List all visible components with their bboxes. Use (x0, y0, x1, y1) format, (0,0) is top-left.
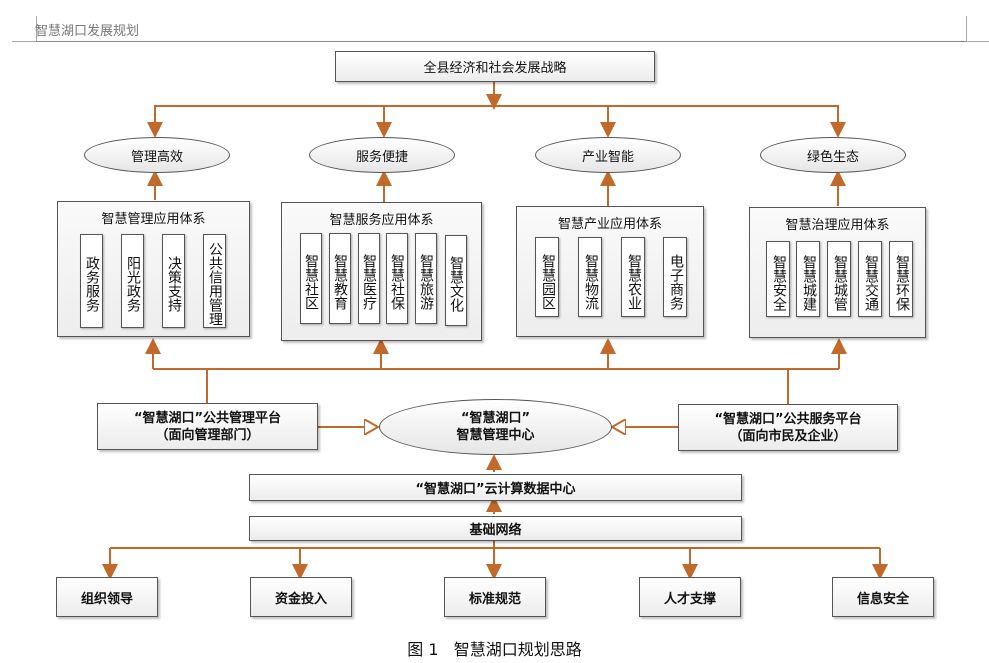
goal-label: 管理高效 (130, 149, 183, 165)
support-label: 信息安全 (856, 591, 909, 607)
center-line: 智慧管理中心 (456, 428, 535, 443)
system-item: 智慧物流 (578, 237, 602, 317)
system-item: 公共信用管理 (203, 234, 226, 328)
system-item: 智慧环保 (889, 241, 913, 317)
system-title: 智慧管理应用体系 (101, 212, 206, 227)
system-item: 阳光政务 (121, 234, 144, 328)
system-title: 智慧治理应用体系 (785, 218, 890, 233)
system-item: 决策支持 (162, 234, 185, 328)
header-rule (36, 41, 966, 42)
goal-ellipse-4: 绿色生态 (760, 137, 906, 173)
system-title: 智慧服务应用体系 (329, 213, 434, 228)
document-header-title: 智慧湖口发展规划 (35, 24, 140, 39)
system-item: 智慧旅游 (415, 233, 437, 324)
system-item: 智慧社区 (300, 233, 322, 324)
support-box-3: 标准规范 (444, 577, 546, 617)
platform-line: （面向管理部门） (155, 427, 260, 443)
goal-label: 产业智能 (581, 149, 634, 165)
support-box-5: 信息安全 (832, 577, 934, 617)
strategy-box: 全县经济和社会发展战略 (335, 51, 655, 82)
system-industry: 智慧产业应用体系 智慧园区 智慧物流 智慧农业 电子商务 (516, 206, 704, 337)
system-management: 智慧管理应用体系 政务服务 阳光政务 决策支持 公共信用管理 (57, 201, 250, 337)
system-item: 智慧交通 (858, 241, 882, 317)
system-item: 智慧教育 (329, 233, 351, 324)
management-center: “智慧湖口” 智慧管理中心 (379, 399, 612, 455)
goal-ellipse-1: 管理高效 (84, 137, 230, 173)
system-item: 智慧文化 (445, 235, 467, 326)
goal-ellipse-2: 服务便捷 (309, 137, 455, 173)
platform-line: “智慧湖口”公共管理平台 (133, 410, 282, 426)
network-label: 基础网络 (469, 523, 522, 538)
support-box-4: 人才支撑 (639, 577, 741, 617)
goal-ellipse-3: 产业智能 (535, 137, 681, 173)
goal-label: 绿色生态 (806, 149, 859, 165)
figure-caption: 图 1 智慧湖口规划思路 (407, 640, 582, 659)
support-label: 资金投入 (274, 591, 327, 607)
header-margin-mark (966, 41, 989, 42)
goal-label: 服务便捷 (355, 149, 408, 165)
system-item: 智慧城管 (827, 241, 851, 317)
support-box-2: 资金投入 (250, 577, 352, 617)
header-margin-mark (966, 16, 967, 42)
support-box-1: 组织领导 (56, 577, 158, 617)
public-management-platform: “智慧湖口”公共管理平台 （面向管理部门） (97, 403, 318, 450)
header-margin-mark (12, 41, 36, 42)
system-item: 智慧农业 (621, 237, 645, 317)
public-service-platform: “智慧湖口”公共服务平台 （面向市民及企业） (678, 404, 898, 451)
support-label: 人才支撑 (663, 591, 716, 607)
center-line: “智慧湖口” (460, 411, 531, 426)
system-service: 智慧服务应用体系 智慧社区 智慧教育 智慧医疗 智慧社保 智慧旅游 智慧文化 (281, 202, 482, 341)
system-item: 电子商务 (663, 237, 687, 317)
support-label: 标准规范 (468, 591, 521, 607)
header-margin-mark (36, 16, 37, 42)
connector-goal-bus (154, 105, 839, 107)
cloud-datacenter: “智慧湖口”云计算数据中心 (249, 474, 742, 501)
system-item: 政务服务 (80, 234, 103, 328)
system-item: 智慧园区 (535, 237, 559, 317)
system-item: 智慧安全 (766, 241, 790, 317)
strategy-label: 全县经济和社会发展战略 (423, 61, 567, 76)
system-title: 智慧产业应用体系 (557, 217, 662, 232)
system-governance: 智慧治理应用体系 智慧安全 智慧城建 智慧城管 智慧交通 智慧环保 (749, 207, 926, 338)
basic-network: 基础网络 (249, 516, 742, 541)
platform-line: “智慧湖口”公共服务平台 (714, 411, 862, 427)
platform-line: （面向市民及企业） (729, 428, 847, 444)
system-item: 智慧医疗 (358, 233, 380, 324)
datacenter-label: “智慧湖口”云计算数据中心 (415, 482, 576, 497)
system-item: 智慧社保 (386, 233, 408, 324)
support-label: 组织领导 (80, 591, 133, 607)
system-item: 智慧城建 (796, 241, 820, 317)
